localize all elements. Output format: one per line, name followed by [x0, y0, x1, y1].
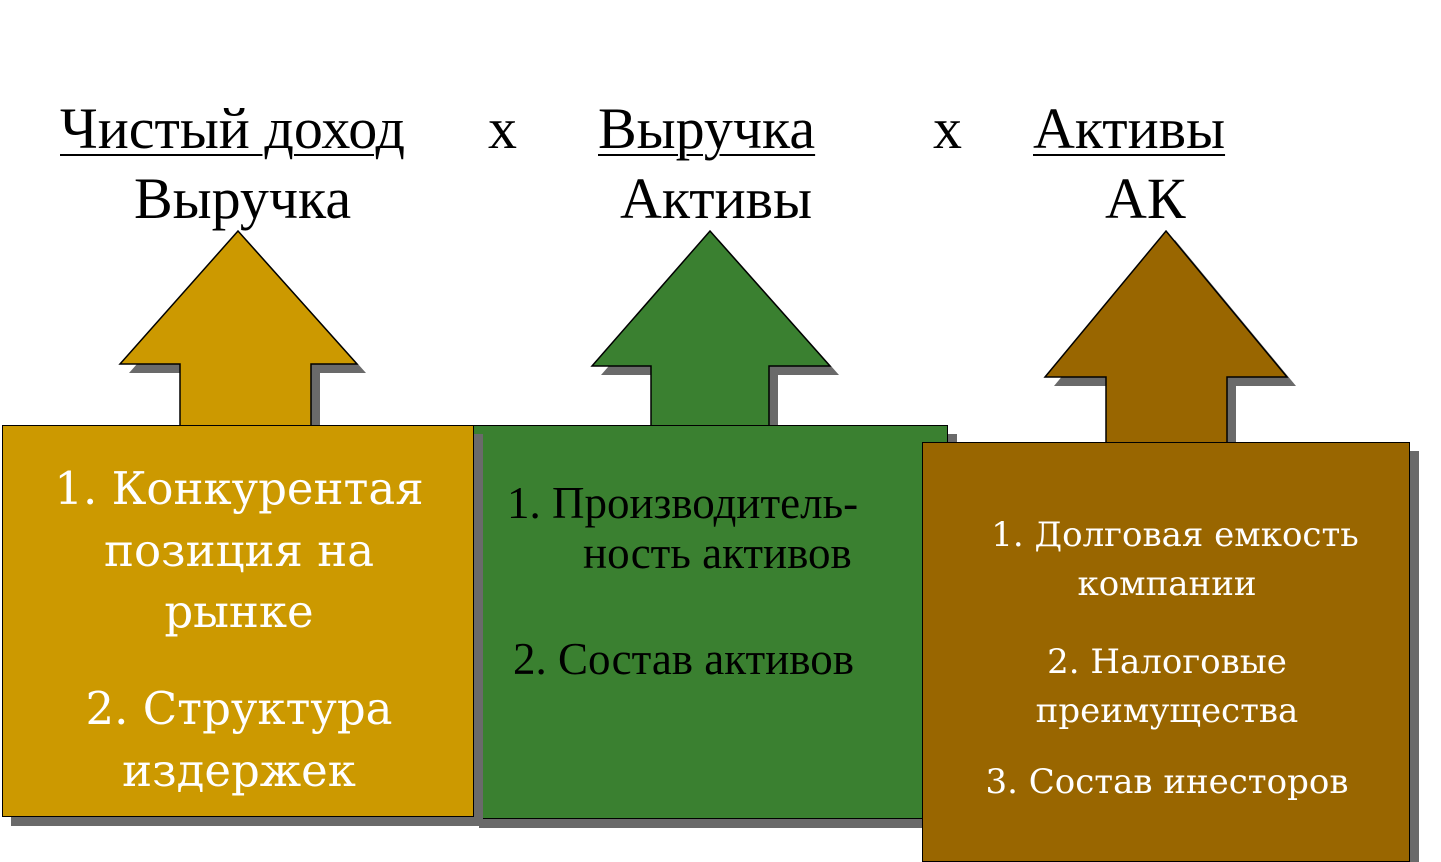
arrow-up-1 [118, 229, 359, 429]
box2-line-1: 1. Производитель- [507, 478, 859, 528]
box3-line-1: 1. Долговая емкость [991, 515, 1359, 555]
box1-line-4: 2. Структура [85, 682, 393, 735]
profit-margin-item-1: 1. Конкурентая позиция на рынке [3, 458, 475, 643]
box3-line-2: компании [1077, 563, 1257, 604]
multiply-operator-1: х [488, 96, 517, 161]
box1-line-3: рынке [164, 585, 314, 639]
box3-line-4: преимущества [1035, 690, 1299, 731]
term2-numerator: Выручка [598, 96, 816, 161]
factor-box-asset-turnover: 1. Производитель- ность активов 2. Соста… [470, 425, 948, 819]
factor-box-financial-leverage: 1. Долговая емкость компании 2. Налоговы… [922, 442, 1410, 862]
box1-line-2: позиция на [103, 523, 375, 577]
term1-denominator: Выручка [134, 166, 352, 231]
profit-margin-item-2: 2. Структура издержек [3, 678, 475, 801]
factor-box-profit-margin: 1. Конкурентая позиция на рынке 2. Струк… [2, 425, 474, 817]
term3-denominator: АК [1105, 166, 1186, 231]
leverage-item-1: 1. Долговая емкость компании [923, 511, 1411, 609]
box1-line-1: 1. Конкурентая [54, 462, 424, 515]
term1-numerator: Чистый доход [60, 96, 406, 161]
term2-denominator: Активы [620, 166, 813, 231]
leverage-item-2: 2. Налоговые преимущества [923, 638, 1411, 736]
arrow-up-2 [590, 229, 832, 429]
asset-turnover-item-1: 1. Производитель- ность активов [471, 478, 949, 579]
box2-line-3: 2. Состав активов [513, 634, 854, 684]
multiply-operator-2: х [933, 96, 962, 161]
box2-line-2: ность активов [583, 528, 852, 579]
term3-numerator: Активы [1033, 96, 1226, 161]
box1-line-5: издержек [122, 743, 356, 797]
box3-line-5: 3. Состав инесторов [985, 762, 1349, 802]
arrow-up-3 [1043, 229, 1289, 447]
box3-line-3: 2. Налоговые [1047, 642, 1287, 682]
